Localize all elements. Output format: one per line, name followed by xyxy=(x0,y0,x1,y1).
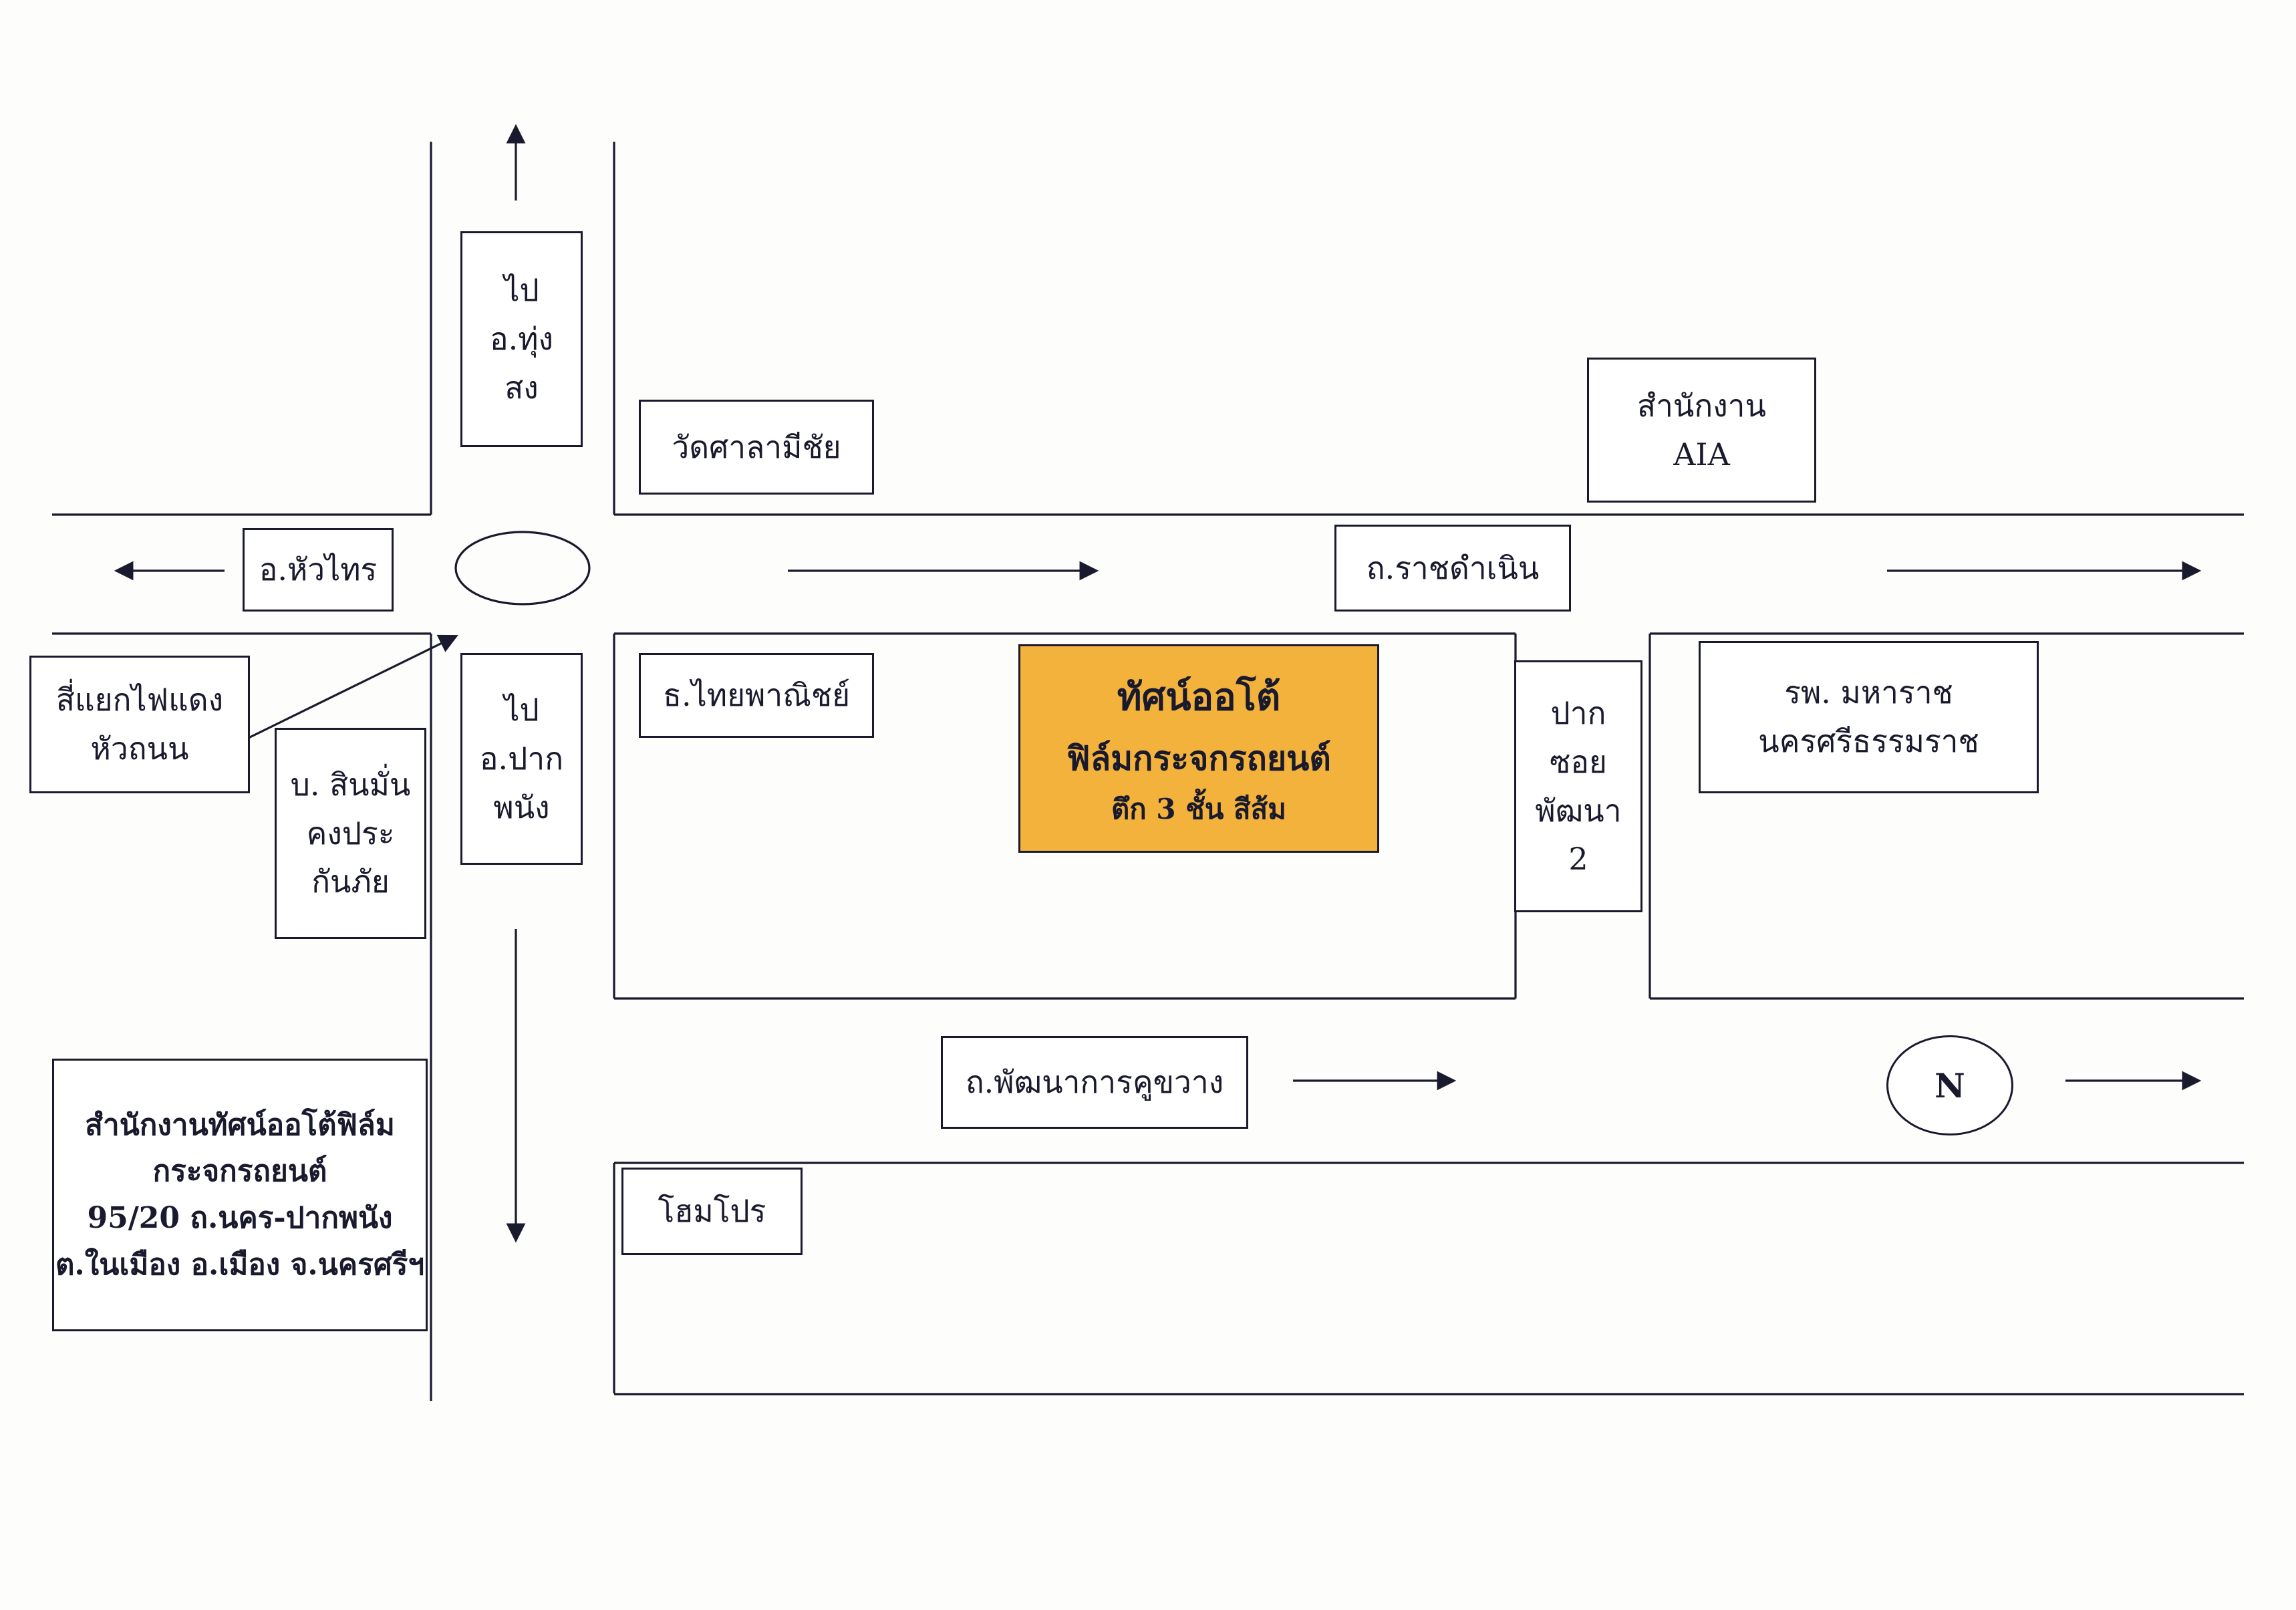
label-box-aia-office: สำนักงาน AIA xyxy=(1587,358,1816,503)
text-line: ซอย xyxy=(1550,743,1607,780)
text-line: ไป xyxy=(504,272,539,309)
text-line: สี่แยกไฟแดง xyxy=(55,682,224,718)
text-line: อ.ปาก xyxy=(479,741,564,777)
text-line: สำนักงานทัศน์ออโต้ฟิล์ม xyxy=(85,1107,395,1142)
text-line: ปาก xyxy=(1550,695,1606,732)
text-line: กันภัย xyxy=(311,863,390,900)
text-line: ถ.พัฒนาการคูขวาง xyxy=(965,1064,1224,1101)
label-box-soi-pattana-2: ปาก ซอย พัฒนา 2 xyxy=(1514,660,1642,912)
label-box-red-light-junction: สี่แยกไฟแดง หัวถนน xyxy=(29,656,250,793)
destination-title: ทัศน์ออโต้ xyxy=(1117,675,1281,720)
label-box-to-pak-phanang: ไป อ.ปาก พนัง xyxy=(460,653,583,865)
destination-note: ตึก 3 ชั้น สีส้ม xyxy=(1111,792,1286,825)
text-line: วัดศาลามีชัย xyxy=(672,428,841,465)
label-box-scb-bank: ธ.ไทยพาณิชย์ xyxy=(639,653,874,738)
text-line: สำนักงาน xyxy=(1637,387,1766,424)
text-line: 2 xyxy=(1568,841,1588,878)
text-line: อ.ทุ่ง xyxy=(489,321,554,358)
text-line: กระจกรถยนต์ xyxy=(152,1154,327,1189)
text-line: ถ.ราชดำเนิน xyxy=(1366,549,1540,586)
label-box-homepro: โฮมโปร xyxy=(621,1168,803,1255)
arrow-diagonal-junction-icon xyxy=(247,634,458,740)
label-box-tat-auto-destination: ทัศน์ออโต้ ฟิล์มกระจกรถยนต์ ตึก 3 ชั้น ส… xyxy=(1018,644,1379,853)
label-box-wat-sala-michai: วัดศาลามีชัย xyxy=(639,400,874,495)
label-box-insurance-company: บ. สินมั่น คงประ กันภัย xyxy=(275,728,426,939)
text-line: โฮมโปร xyxy=(658,1193,766,1230)
roundabout-ellipse xyxy=(454,531,591,606)
text-line: หัวถนน xyxy=(90,730,189,767)
text-line: พัฒนา xyxy=(1535,792,1622,829)
label-box-pattanakan-khukhwang-road: ถ.พัฒนาการคูขวาง xyxy=(941,1036,1248,1129)
text-line: นครศรีธรรมราช xyxy=(1758,723,1979,759)
text-line: ไป xyxy=(504,692,539,728)
text-line: ธ.ไทยพาณิชย์ xyxy=(662,677,851,714)
destination-subtitle: ฟิล์มกระจกรถยนต์ xyxy=(1066,738,1331,778)
text-line: คงประ xyxy=(306,815,395,851)
label-box-hua-sai: อ.หัวไทร xyxy=(243,528,394,612)
north-compass-label: N xyxy=(1934,1065,1965,1105)
label-box-to-thungsong: ไป อ.ทุ่ง สง xyxy=(460,231,583,447)
text-line: ต.ในเมือง อ.เมือง จ.นครศรีฯ xyxy=(55,1247,425,1282)
label-box-office-address: สำนักงานทัศน์ออโต้ฟิล์ม กระจกรถยนต์ 95/2… xyxy=(52,1059,428,1331)
text-line: อ.หัวไทร xyxy=(259,551,378,588)
text-line: รพ. มหาราช xyxy=(1784,674,1953,711)
text-line: 95/20 ถ.นคร-ปากพนัง xyxy=(87,1201,393,1235)
text-line: AIA xyxy=(1673,436,1730,473)
text-line: พนัง xyxy=(493,789,550,825)
text-line: สง xyxy=(505,369,539,406)
north-compass-circle: N xyxy=(1886,1035,2013,1135)
text-line: บ. สินมั่น xyxy=(290,766,411,803)
label-box-maharaj-hospital: รพ. มหาราช นครศรีธรรมราช xyxy=(1699,641,2039,793)
label-box-ratchadamnoen-road: ถ.ราชดำเนิน xyxy=(1334,525,1571,612)
